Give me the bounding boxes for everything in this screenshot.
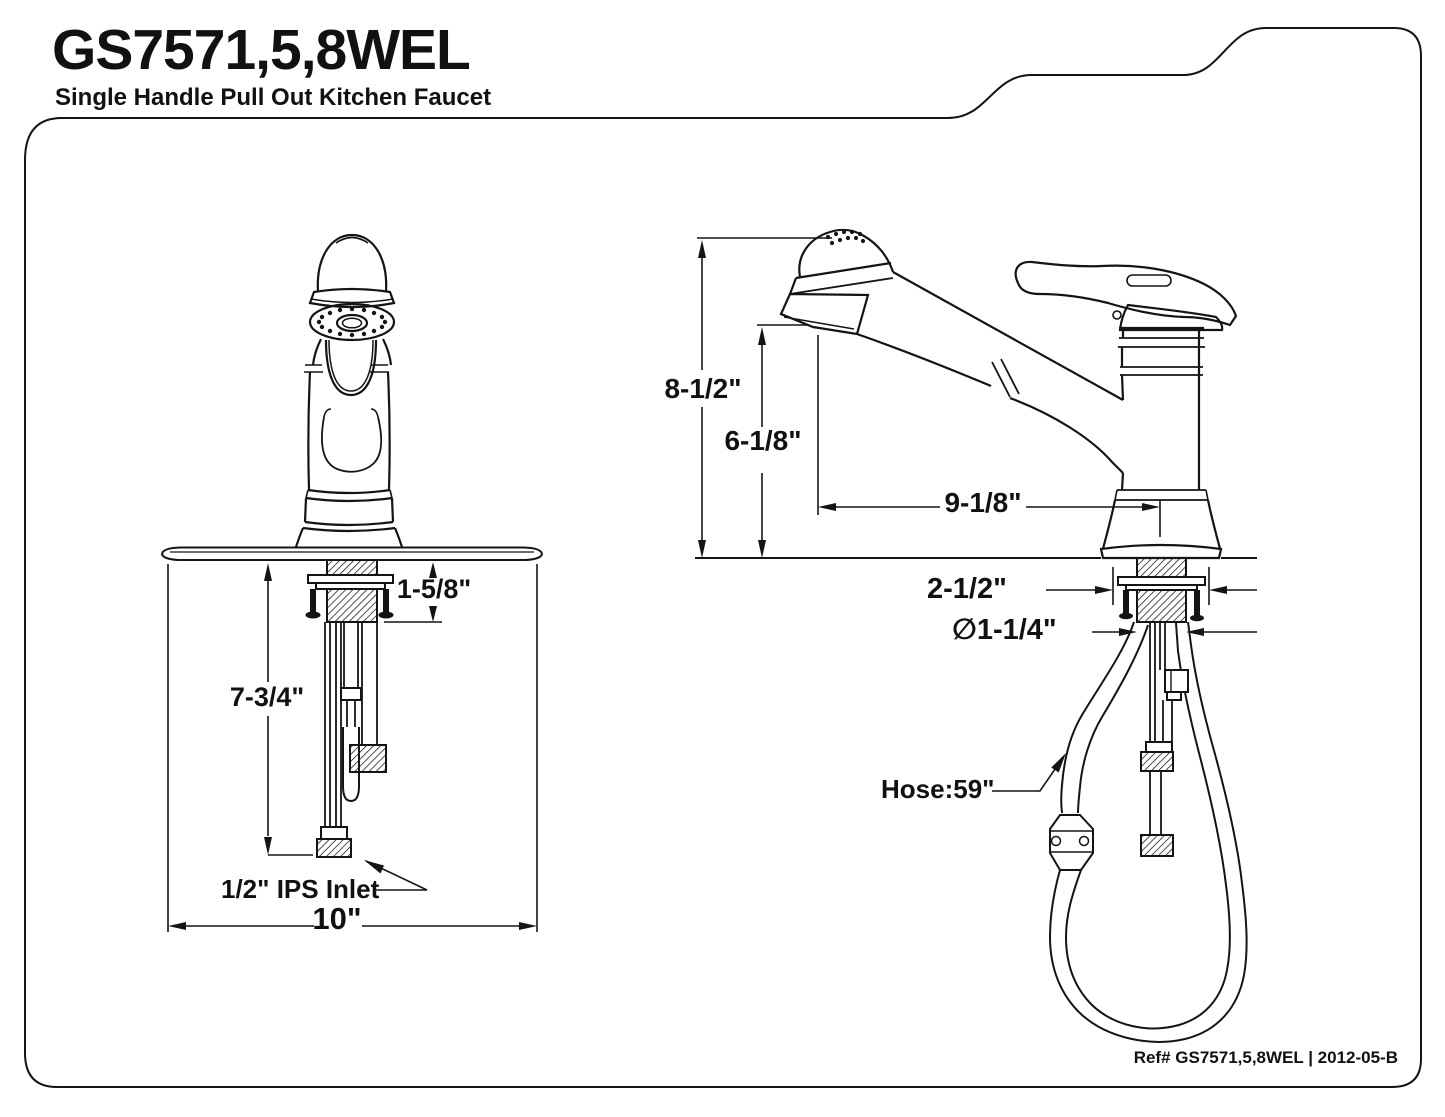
dim-label-base-width: 10" xyxy=(312,901,362,936)
side-view-drawing xyxy=(695,228,1257,1043)
dim-label-spout-reach: 9-1/8" xyxy=(944,487,1022,518)
front-spray-head xyxy=(308,233,396,342)
side-dimension-lines xyxy=(697,237,1257,792)
page-title: GS7571,5,8WEL xyxy=(52,18,471,82)
side-supply-tubes xyxy=(1140,622,1189,857)
dim-label-under-counter-height: 7-3/4" xyxy=(229,682,305,712)
front-mounting-hardware xyxy=(305,559,394,623)
sprayer-wand xyxy=(779,228,1124,474)
mounting-screws xyxy=(305,589,394,619)
dim-label-escutcheon-width: 2-1/2" xyxy=(927,573,1007,605)
inlet-label: 1/2" IPS Inlet xyxy=(221,874,380,904)
dim-label-shank-length: 1-5/8" xyxy=(396,574,472,604)
pullout-hose xyxy=(1048,621,1248,1043)
dim-label-spout-height: 6-1/8" xyxy=(724,425,802,456)
spray-nozzle-dots xyxy=(316,306,388,338)
handle-lever xyxy=(1014,260,1238,332)
side-mounting-screws xyxy=(1119,590,1204,622)
page-subtitle: Single Handle Pull Out Kitchen Faucet xyxy=(55,84,492,111)
side-faucet-body xyxy=(1099,326,1223,560)
deck-plate xyxy=(160,546,544,561)
wand-spray-dots xyxy=(825,229,866,246)
front-view-drawing xyxy=(160,233,544,932)
dim-label-hole-diameter: ∅1-1/4" xyxy=(952,614,1057,646)
hose-weight xyxy=(1049,814,1094,871)
front-supply-tubes xyxy=(316,622,387,858)
ref-number: Ref# GS7571,5,8WEL | 2012-05-B xyxy=(1133,1048,1398,1067)
side-mounting-hardware xyxy=(1117,557,1206,623)
front-dimension-lines xyxy=(167,562,538,932)
hose-length-label: Hose:59" xyxy=(881,774,995,804)
dim-label-overall-height: 8-1/2" xyxy=(664,373,742,404)
front-faucet-body xyxy=(294,338,404,548)
